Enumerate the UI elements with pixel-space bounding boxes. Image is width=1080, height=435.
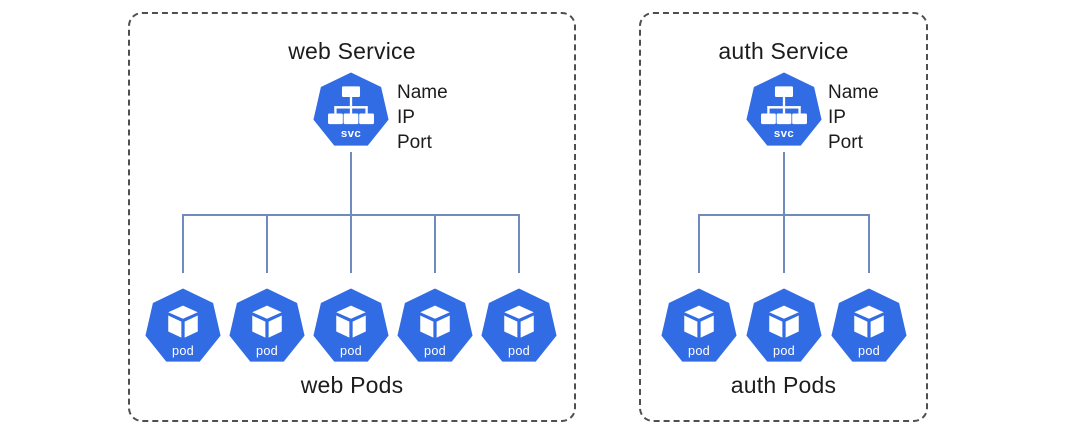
pod-node: pod [743, 286, 825, 368]
k8s-pod-icon: pod [313, 288, 389, 362]
svg-text:pod: pod [256, 343, 278, 358]
service-field-ip: IP [828, 107, 846, 128]
pods-group-label: web Pods [300, 372, 404, 398]
svg-text:pod: pod [508, 343, 530, 358]
connector-line [434, 214, 436, 273]
service-field-name: Name [397, 82, 448, 103]
svg-text:pod: pod [858, 343, 880, 358]
pod-node: pod [394, 286, 476, 368]
pods-row: pod pod pod [658, 286, 910, 368]
pod-node: pod [478, 286, 560, 368]
service-node: svc [310, 70, 392, 152]
pod-node: pod [226, 286, 308, 368]
connector-line [266, 214, 268, 273]
connector-line [698, 214, 700, 273]
service-title: web Service [288, 38, 416, 64]
connector-line [350, 214, 352, 273]
connector-line [783, 214, 785, 273]
svg-text:pod: pod [340, 343, 362, 358]
k8s-service-icon: svc [746, 72, 822, 146]
k8s-pod-icon: pod [746, 288, 822, 362]
k8s-pod-icon: pod [229, 288, 305, 362]
service-fields: Name IP Port [397, 80, 448, 155]
svc-icon-label: svc [774, 128, 795, 140]
web-service-panel: web Service svc Name IP Port [128, 12, 576, 422]
service-field-port: Port [828, 132, 863, 153]
pods-row: pod pod pod pod [142, 286, 560, 368]
svg-text:pod: pod [424, 343, 446, 358]
pod-node: pod [658, 286, 740, 368]
connector-line [182, 214, 184, 273]
service-field-name: Name [828, 82, 879, 103]
svg-text:pod: pod [172, 343, 194, 358]
connector-line [350, 152, 352, 214]
k8s-pod-icon: pod [481, 288, 557, 362]
svg-text:pod: pod [773, 343, 795, 358]
k8s-pod-icon: pod [397, 288, 473, 362]
pod-node: pod [310, 286, 392, 368]
k8s-pod-icon: pod [145, 288, 221, 362]
pods-group-label: auth Pods [730, 372, 837, 398]
connector-line [868, 214, 870, 273]
service-fields: Name IP Port [828, 80, 879, 155]
service-node: svc [743, 70, 825, 152]
k8s-service-icon: svc [313, 72, 389, 146]
connector-line [518, 214, 520, 273]
pod-node: pod [828, 286, 910, 368]
pod-node: pod [142, 286, 224, 368]
k8s-pod-icon: pod [831, 288, 907, 362]
k8s-pod-icon: pod [661, 288, 737, 362]
service-field-ip: IP [397, 107, 415, 128]
service-title: auth Service [718, 38, 849, 64]
svc-icon-label: svc [341, 128, 362, 140]
auth-service-panel: auth Service svc Name IP Port [639, 12, 928, 422]
service-field-port: Port [397, 132, 432, 153]
svg-text:pod: pod [688, 343, 710, 358]
connector-line [783, 152, 785, 214]
